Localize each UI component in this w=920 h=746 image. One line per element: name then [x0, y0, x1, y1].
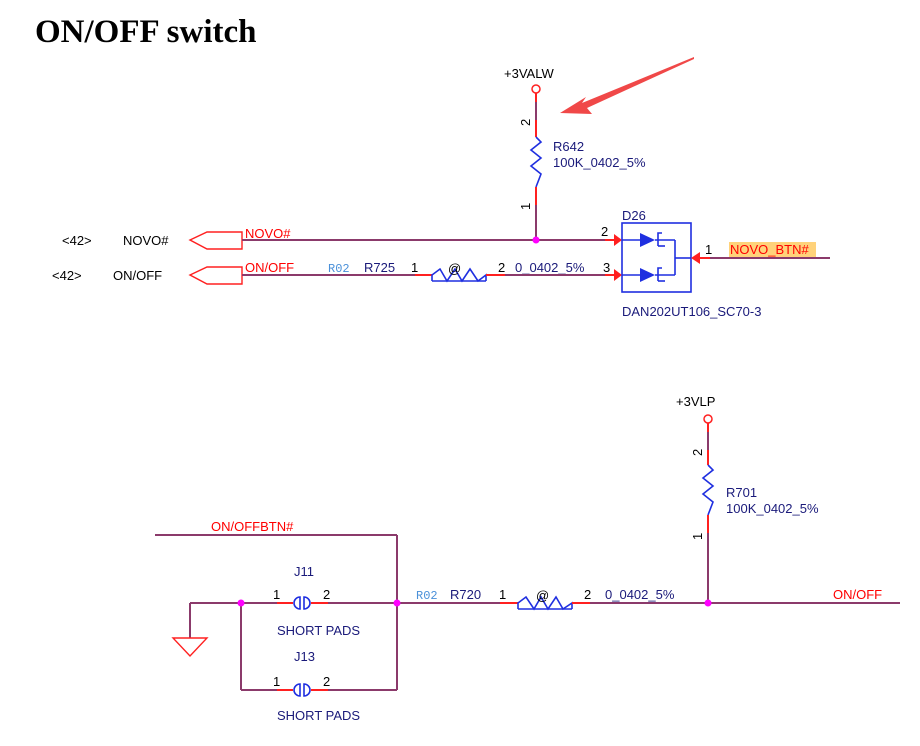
r642-pin1: 1 [518, 203, 533, 210]
j13-short-pad-icon [293, 683, 311, 697]
d26-pin3: 3 [603, 260, 610, 275]
r725-pin1: 1 [411, 260, 418, 275]
j11-pin2: 2 [323, 587, 330, 602]
d26-part: DAN202UT106_SC70-3 [622, 304, 761, 319]
junction-dot [532, 236, 540, 244]
d26-ref: D26 [622, 208, 646, 223]
r720-marker: @ [536, 588, 549, 603]
j13-pin2: 2 [323, 674, 330, 689]
offpage-port-novo-icon [188, 231, 243, 250]
j13-ref: J13 [294, 649, 315, 664]
r725-ref: R725 [364, 260, 395, 275]
j13-pin1: 1 [273, 674, 280, 689]
r701-pin2: 2 [690, 449, 705, 456]
junction-dot [704, 599, 712, 607]
r701-pin1: 1 [690, 533, 705, 540]
power-port-3vlp-icon [703, 414, 713, 424]
r725-resistor-icon [431, 267, 487, 283]
r720-tag: R02 [416, 589, 438, 603]
page-title: ON/OFF switch [35, 14, 257, 50]
r701-ref: R701 [726, 485, 757, 500]
power-rail-3vlp-label: +3VLP [676, 394, 715, 409]
r720-pin1: 1 [499, 587, 506, 602]
j13-desc: SHORT PADS [277, 708, 360, 723]
j11-pin1: 1 [273, 587, 280, 602]
r720-value: 0_0402_5% [605, 587, 675, 602]
r701-value: 100K_0402_5% [726, 501, 819, 516]
r701-resistor-icon [701, 464, 715, 516]
net-label-novo-btn: NOVO_BTN# [730, 242, 810, 257]
r720-pin2: 2 [584, 587, 591, 602]
offpage-onoff-name: ON/OFF [113, 268, 162, 283]
net-label-onoffbtn: ON/OFFBTN# [211, 519, 294, 534]
offpage-onoff-ref: <42> [52, 268, 82, 283]
r725-value: 0_0402_5% [515, 260, 585, 275]
offpage-novo-ref: <42> [62, 233, 92, 248]
r642-pin2: 2 [518, 119, 533, 126]
r725-pin2: 2 [498, 260, 505, 275]
j11-desc: SHORT PADS [277, 623, 360, 638]
junction-dot [237, 599, 245, 607]
offpage-novo-name: NOVO# [123, 233, 169, 248]
r720-resistor-icon [517, 595, 573, 611]
net-label-novo: NOVO# [245, 226, 291, 241]
j11-short-pad-icon [293, 596, 311, 610]
annotation-arrow [560, 57, 694, 114]
net-label-onoff: ON/OFF [245, 260, 294, 275]
power-rail-3valw-label: +3VALW [504, 66, 554, 81]
d26-pin2: 2 [601, 224, 608, 239]
r642-value: 100K_0402_5% [553, 155, 646, 170]
r642-ref: R642 [553, 139, 584, 154]
r725-marker: @ [448, 261, 461, 276]
power-port-3valw-icon [531, 84, 541, 94]
net-highlight [729, 242, 816, 257]
offpage-port-onoff-icon [188, 266, 243, 285]
j11-ref: J11 [294, 564, 314, 579]
ground-icon [171, 637, 209, 658]
d26-pin1: 1 [705, 242, 712, 257]
d26-diode-pair-icon [621, 222, 692, 293]
r725-tag: R02 [328, 262, 350, 276]
r642-resistor-icon [529, 136, 543, 188]
r720-ref: R720 [450, 587, 481, 602]
net-label-onoff-out: ON/OFF [833, 587, 882, 602]
junction-dot [393, 599, 401, 607]
